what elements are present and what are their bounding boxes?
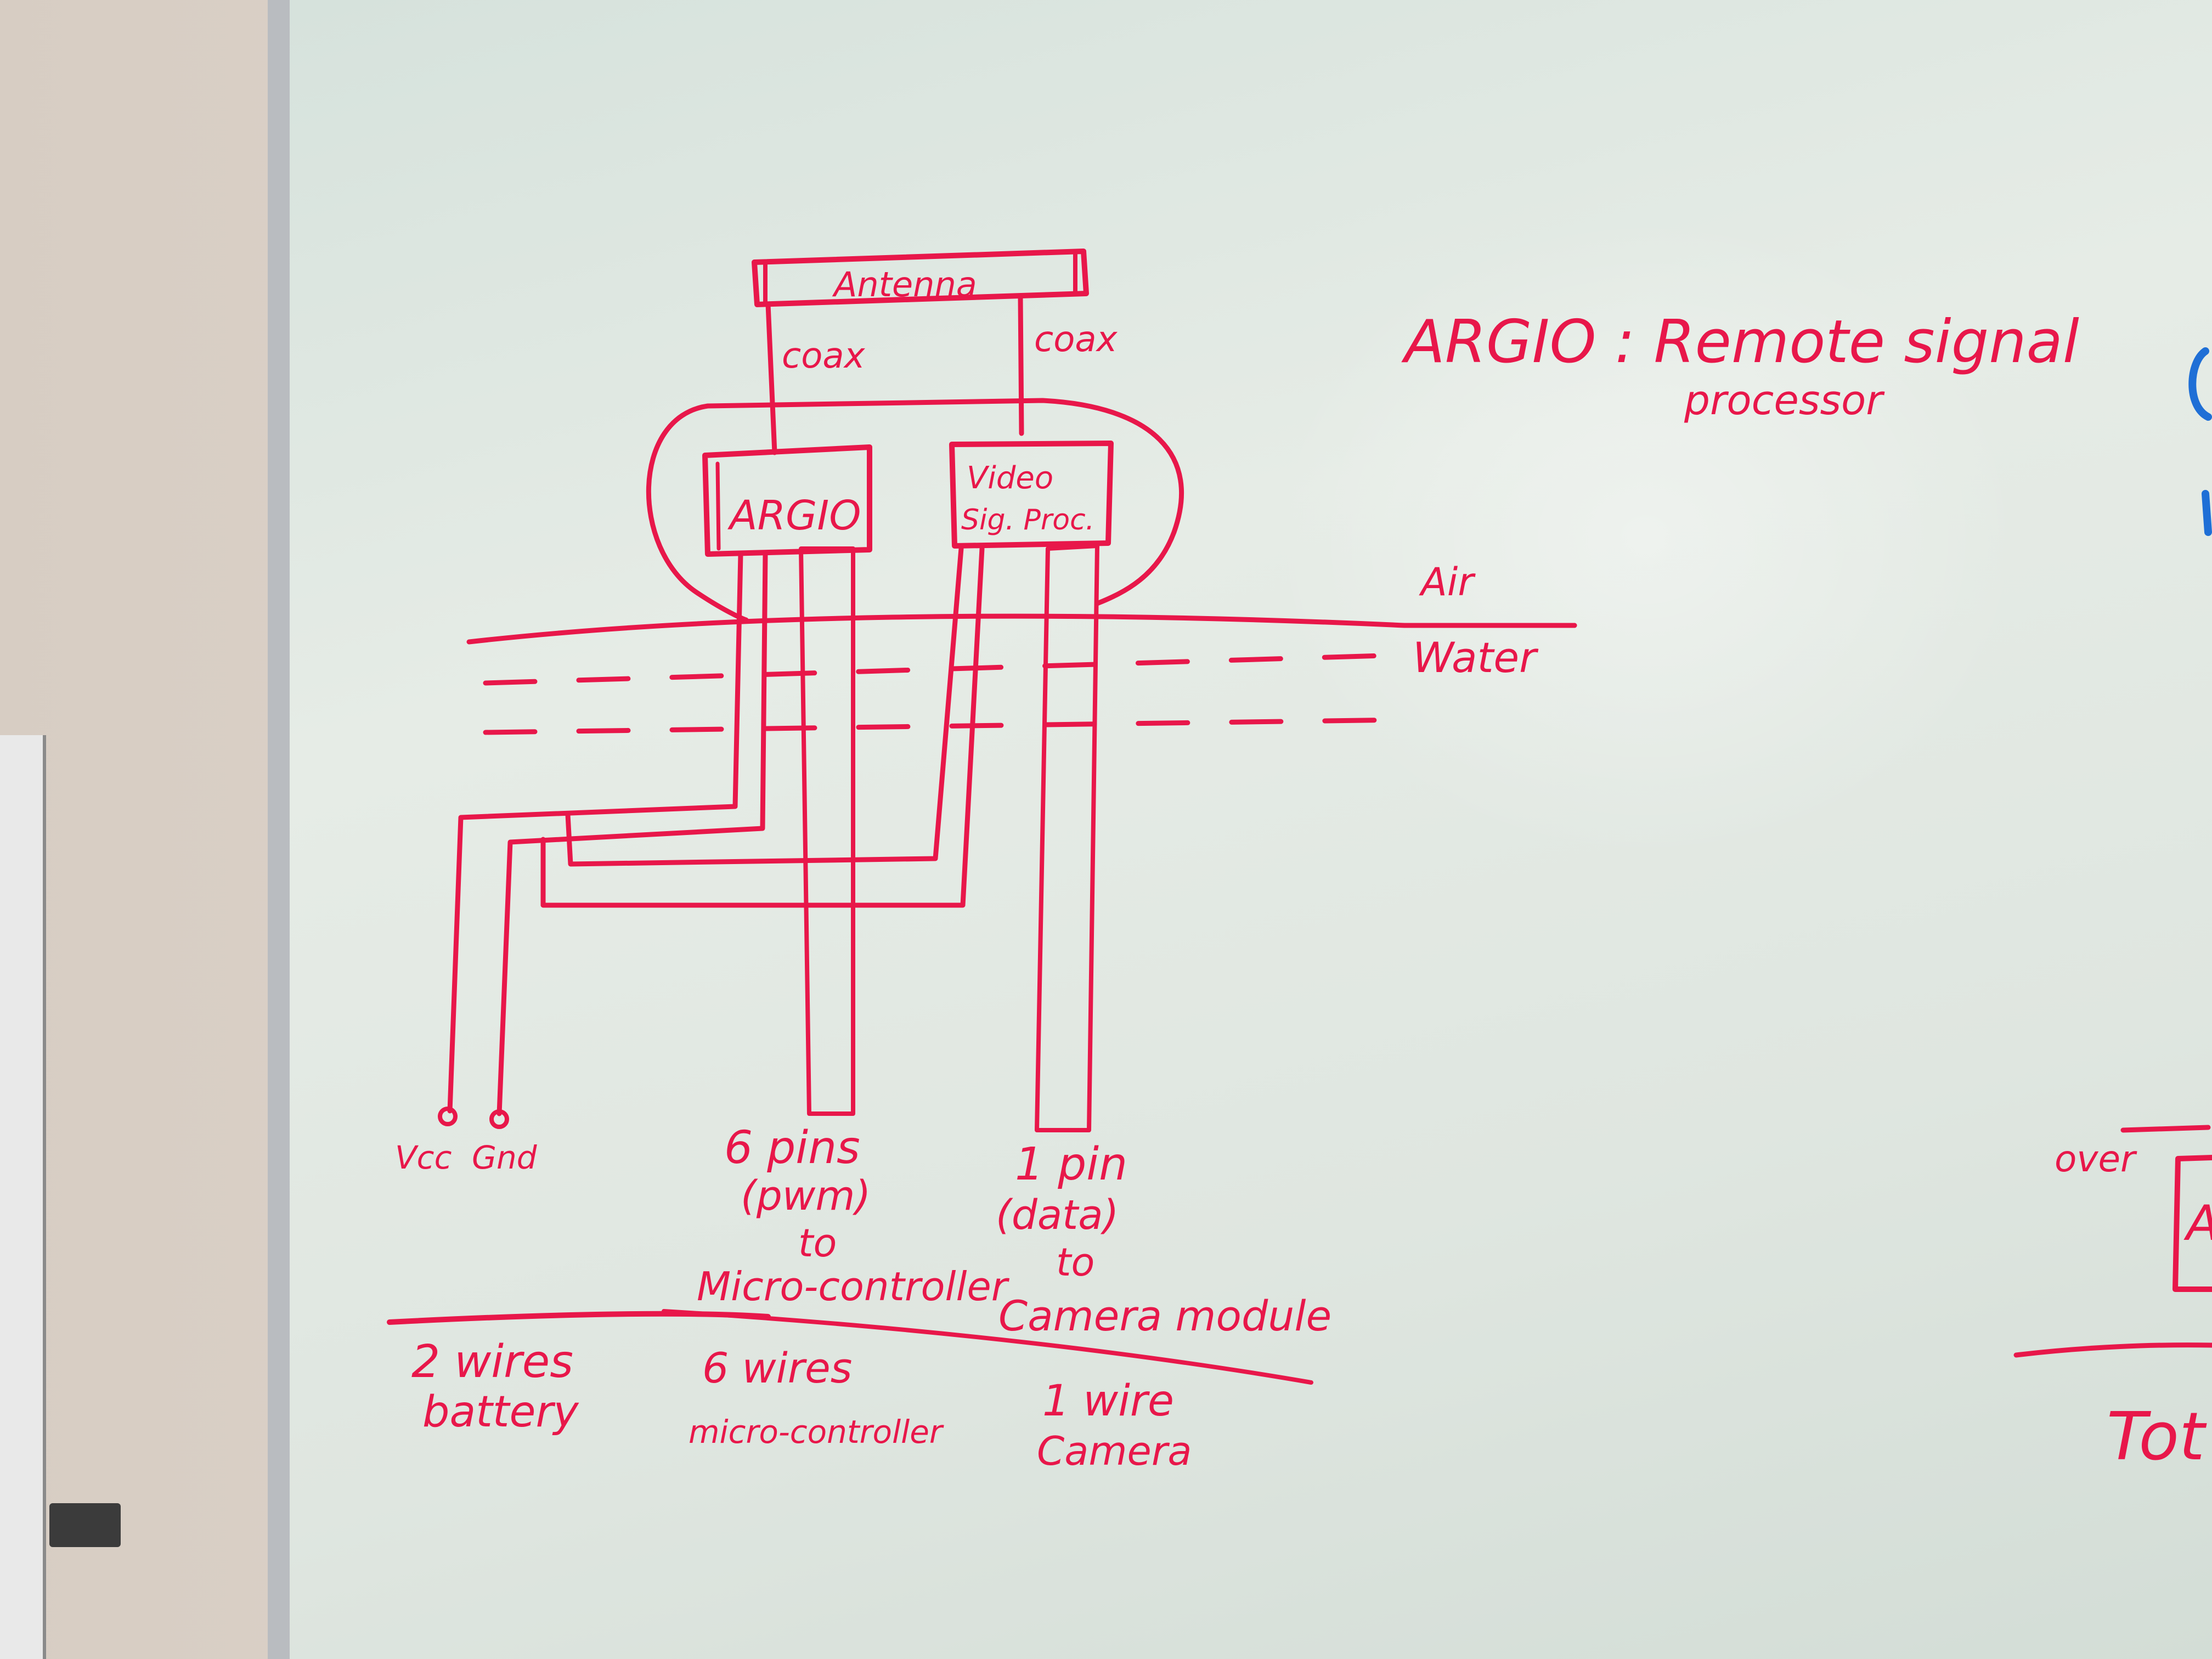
data-label-line2: (data) <box>996 1192 1119 1239</box>
over-label: over <box>2055 1138 2137 1180</box>
pwm-label-line1: 6 pins <box>724 1122 860 1174</box>
summary-micro-line1: 6 wires <box>702 1344 852 1392</box>
whiteboard <box>268 0 2212 1659</box>
definition-line1: ARGIO : Remote signal <box>1401 308 2079 376</box>
vcc-label: Vcc <box>395 1139 452 1176</box>
water-label: Water <box>1413 633 1539 682</box>
data-label-line3: to <box>1056 1240 1094 1285</box>
antenna-box: Antenna <box>752 249 1089 307</box>
coax-left-label: coax <box>782 336 866 376</box>
partial-right-notes: over A Tot <box>2013 347 2212 1475</box>
pwm-label-line2: (pwm) <box>741 1172 871 1220</box>
water-surface: Air Water <box>466 560 1577 735</box>
summary-camera-line1: 1 wire <box>1042 1376 1174 1426</box>
summary-micro-line2: micro-controller <box>689 1413 944 1451</box>
pwm-label-line3: to <box>798 1221 837 1266</box>
wire-summary: 2 wires battery 6 wires micro-controller… <box>411 1336 1192 1474</box>
argio-label: ARGIO <box>727 492 861 539</box>
data-label-line1: 1 pin <box>1015 1138 1127 1190</box>
argio-box: ARGIO <box>702 444 872 557</box>
eraser <box>49 1503 121 1547</box>
video-signal-processor-box: Video Sig. Proc. <box>949 441 1114 549</box>
definition-line2: processor <box>1684 377 1885 424</box>
argio-definition-note: ARGIO : Remote signal processor <box>1401 308 2079 424</box>
summary-battery-line2: battery <box>422 1387 580 1437</box>
gnd-label: Gnd <box>472 1139 538 1176</box>
coax-cables: coax coax <box>765 294 1118 455</box>
summary-divider <box>387 1309 1313 1385</box>
data-pin-bundle: 1 pin (data) to Camera module <box>996 544 1331 1340</box>
video-label-line2: Sig. Proc. <box>961 504 1094 537</box>
pwm-label-line4: Micro-controller <box>697 1263 1010 1310</box>
video-label-line1: Video <box>967 460 1053 496</box>
summary-camera-line2: Camera <box>1037 1428 1192 1474</box>
pwm-pin-bundle: 6 pins (pwm) to Micro-controller <box>697 546 1010 1310</box>
antenna-label: Antenna <box>832 264 977 304</box>
air-label: Air <box>1419 560 1476 605</box>
video-power-wires <box>540 546 985 908</box>
data-label-line4: Camera module <box>998 1291 1331 1340</box>
whiteboard-frame-left <box>0 735 46 1659</box>
partial-box-letter: A <box>2183 1195 2212 1251</box>
coax-right-label: coax <box>1034 319 1118 360</box>
summary-battery-line1: 2 wires <box>411 1336 573 1388</box>
light-glare <box>1262 208 2030 867</box>
total-fragment: Tot <box>2107 1399 2207 1475</box>
power-wires: Vcc Gnd <box>395 551 768 1176</box>
enclosure-outline <box>646 398 1184 623</box>
